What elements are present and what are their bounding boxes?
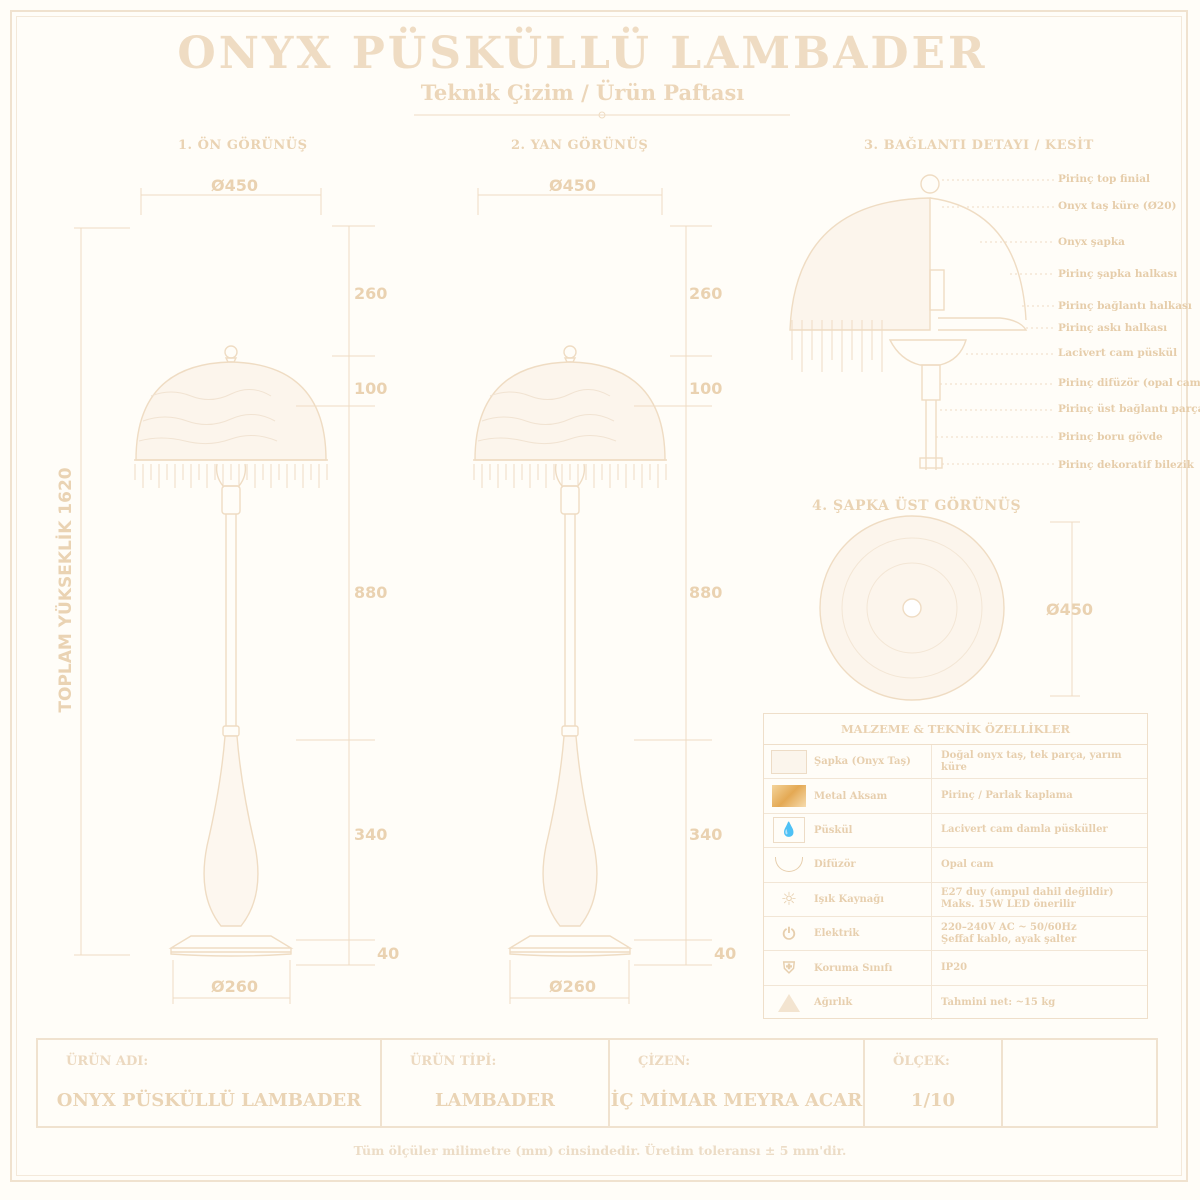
footer-note: Tüm ölçüler milimetre (mm) cinsindedir. … (353, 1143, 847, 1158)
callout-onyx-shade: Onyx şapka (1058, 236, 1125, 248)
onyx-swatch-icon (764, 745, 814, 778)
spec-name: Püskül (814, 813, 932, 848)
spec-name: Işık Kaynağı (814, 882, 932, 916)
spec-row: ⛨ Koruma Sınıfı IP20 (764, 951, 1147, 986)
spec-value: Pirinç / Parlak kaplama (941, 790, 1073, 802)
diffuser-bowl-icon (764, 848, 814, 881)
callout-finial: Pirinç top finial (1058, 173, 1150, 185)
power-plug-icon: ⏻ (782, 923, 796, 943)
callout-decorative-collar: Pirinç dekoratif bilezik (1058, 459, 1194, 471)
spec-name: Şapka (Onyx Taş) (814, 745, 932, 779)
spec-row: Şapka (Onyx Taş) Doğal onyx taş, tek par… (764, 745, 1147, 780)
spec-name: Difüzör (814, 848, 932, 882)
front-shade-height: 260 (354, 284, 388, 303)
outer-frame (10, 10, 1188, 1182)
title-block-product-type: ÜRÜN TİPİ: LAMBADER (382, 1040, 610, 1126)
product-name-label: ÜRÜN ADI: (66, 1054, 149, 1069)
side-base-diameter: Ø260 (549, 977, 596, 996)
front-neck-height: 100 (354, 379, 388, 398)
spec-value: Opal cam (941, 858, 994, 870)
scale-label: ÖLÇEK: (893, 1054, 950, 1069)
spec-row: ☼ Işık Kaynağı E27 duy (ampul dahil deği… (764, 882, 1147, 917)
spec-table-title: MALZEME & TEKNİK ÖZELLİKLER (764, 714, 1147, 745)
tassel-drop-icon: 💧 (764, 814, 814, 847)
side-shade-diameter: Ø450 (549, 176, 596, 195)
light-bulb-icon: ☼ (780, 888, 798, 910)
brass-swatch-icon (764, 779, 814, 812)
title-block-product-name: ÜRÜN ADI: ONYX PÜSKÜLLÜ LAMBADER (38, 1040, 382, 1126)
inner-frame (16, 16, 1182, 1176)
front-base-diameter: Ø260 (211, 977, 258, 996)
shield-check-icon: ⛨ (782, 958, 795, 978)
spec-row: ⏻ Elektrik 220–240V AC ~ 50/60Hz Şeffaf … (764, 916, 1147, 952)
weight-kg-icon (764, 986, 814, 1020)
spec-name: Elektrik (814, 916, 932, 951)
product-name-value: ONYX PÜSKÜLLÜ LAMBADER (56, 1090, 362, 1111)
spec-name: Metal Aksam (814, 779, 932, 813)
callout-tube-body: Pirinç boru gövde (1058, 431, 1163, 443)
page-title: ONYX PÜSKÜLLÜ LAMBADER (177, 28, 988, 79)
front-base-height: 40 (377, 944, 400, 963)
spec-value: E27 duy (ampul dahil değildir) Maks. 15W… (941, 887, 1114, 911)
top-view-diameter: Ø450 (1046, 600, 1093, 619)
spec-row: Metal Aksam Pirinç / Parlak kaplama (764, 779, 1147, 814)
front-shade-diameter: Ø450 (211, 176, 258, 195)
side-base-height: 40 (714, 944, 737, 963)
callout-glass-tassel: Lacivert cam püskül (1058, 347, 1178, 359)
detail-view-heading: 3. BAĞLANTI DETAYI / KESİT (864, 138, 1094, 153)
front-body-height: 340 (354, 825, 388, 844)
callout-upper-connector: Pirinç üst bağlantı parçası (1058, 403, 1200, 415)
callout-shade-ring: Pirinç şapka halkası (1058, 268, 1178, 280)
total-height-label: TOPLAM YÜKSEKLİK 1620 (56, 467, 76, 713)
scale-value: 1/10 (910, 1090, 956, 1111)
callout-diffuser: Pirinç difüzör (opal cam) (1058, 377, 1200, 389)
title-block: ÜRÜN ADI: ONYX PÜSKÜLLÜ LAMBADER ÜRÜN Tİ… (36, 1038, 1158, 1128)
spec-row: 💧 Püskül Lacivert cam damla püsküller (764, 813, 1147, 849)
callout-hanger-ring: Pirinç askı halkası (1058, 322, 1168, 334)
spec-name: Koruma Sınıfı (814, 951, 932, 985)
title-block-drawn-by: ÇİZEN: İÇ MİMAR MEYRA ACAR (610, 1040, 865, 1126)
spec-row: Ağırlık Tahmini net: ~15 kg (764, 985, 1147, 1021)
callout-onyx-sphere: Onyx taş küre (Ø20) (1058, 200, 1177, 212)
top-view-heading: 4. ŞAPKA ÜST GÖRÜNÜŞ (812, 498, 1022, 514)
title-block-empty (1003, 1040, 1156, 1126)
drawn-by-value: İÇ MİMAR MEYRA ACAR (610, 1090, 863, 1111)
drawn-by-label: ÇİZEN: (638, 1054, 691, 1069)
spec-table: MALZEME & TEKNİK ÖZELLİKLER Şapka (Onyx … (763, 713, 1148, 1021)
spec-row: Difüzör Opal cam (764, 848, 1147, 883)
side-stem-height: 880 (689, 583, 723, 602)
spec-value: 220–240V AC ~ 50/60Hz Şeffaf kablo, ayak… (941, 921, 1077, 945)
spec-value: Doğal onyx taş, tek parça, yarım küre (941, 749, 1122, 773)
front-view-heading: 1. ÖN GÖRÜNÜŞ (178, 138, 308, 153)
spec-value: Tahmini net: ~15 kg (941, 996, 1056, 1008)
side-body-height: 340 (689, 825, 723, 844)
callout-connection-ring: Pirinç bağlantı halkası (1058, 300, 1192, 312)
side-neck-height: 100 (689, 379, 723, 398)
spec-value: Lacivert cam damla püsküller (941, 824, 1108, 836)
side-view-heading: 2. YAN GÖRÜNÜŞ (511, 138, 649, 153)
product-type-label: ÜRÜN TİPİ: (410, 1054, 497, 1069)
front-stem-height: 880 (354, 583, 388, 602)
page-subtitle: Teknik Çizim / Ürün Paftası (420, 80, 745, 105)
side-shade-height: 260 (689, 284, 723, 303)
spec-name: Ağırlık (814, 985, 932, 1021)
title-block-scale: ÖLÇEK: 1/10 (865, 1040, 1003, 1126)
spec-value: IP20 (941, 962, 968, 974)
product-type-value: LAMBADER (434, 1090, 555, 1111)
